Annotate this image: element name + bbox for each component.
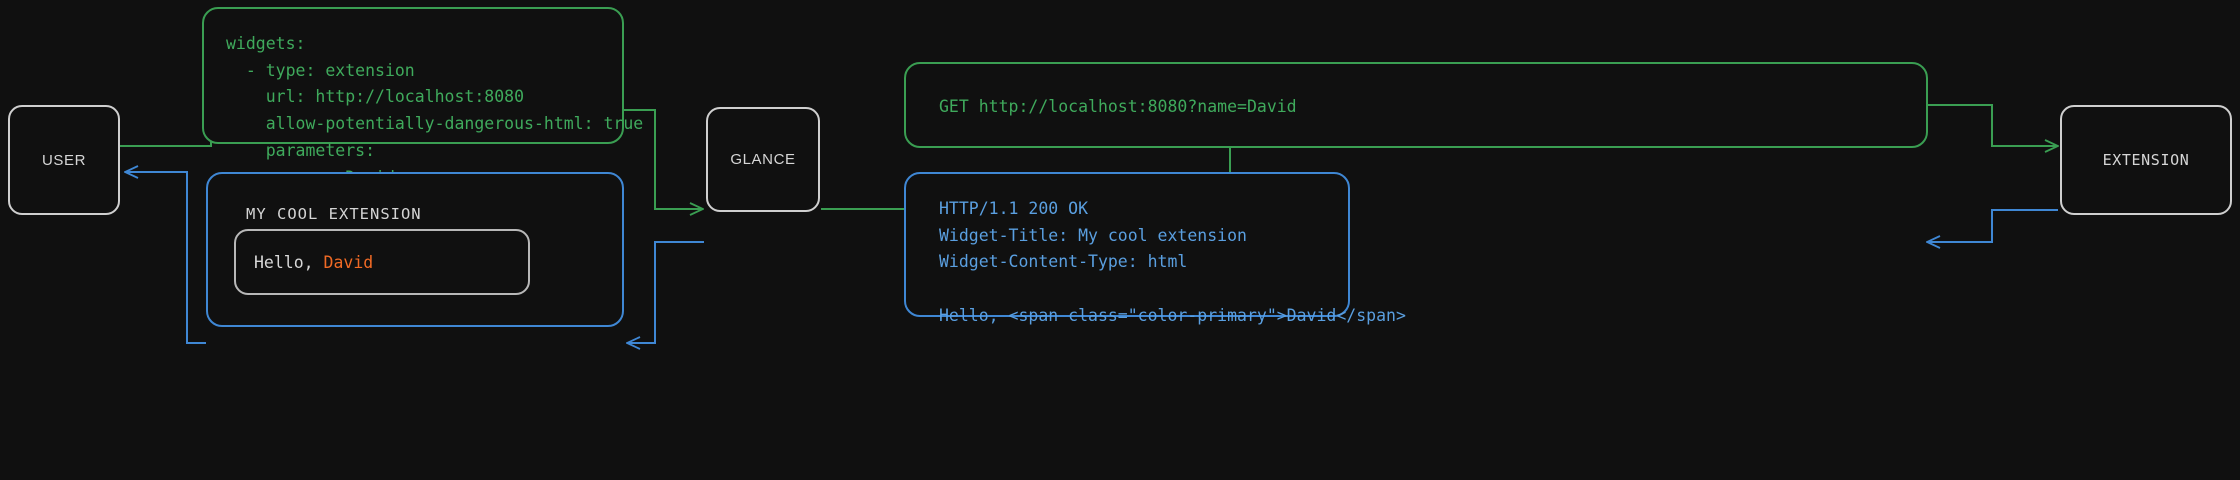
panel-config: widgets: - type: extension url: http://l… — [202, 7, 643, 187]
node-glance[interactable]: GLANCE — [706, 107, 820, 212]
panel-rendered-widget: MY COOL EXTENSION Hello, David — [206, 172, 624, 327]
edge-extension-to-response — [1927, 209, 2058, 242]
node-user-label: USER — [41, 151, 87, 169]
node-glance-label: GLANCE — [730, 151, 796, 168]
panel-http-request: GET http://localhost:8080?name=David — [904, 62, 1928, 148]
node-user[interactable]: USER — [8, 105, 120, 215]
rendered-widget-greeting-name: David — [323, 252, 374, 272]
http-request-code-block: GET http://localhost:8080?name=David — [939, 97, 1297, 116]
config-code-block: widgets: - type: extension url: http://l… — [226, 34, 644, 187]
edge-glance-to-widget — [627, 241, 704, 343]
http-response-code-block: HTTP/1.1 200 OK Widget-Title: My cool ex… — [939, 199, 1406, 325]
edge-request-to-extension — [1928, 104, 2058, 146]
panel-http-response: HTTP/1.1 200 OK Widget-Title: My cool ex… — [904, 172, 1406, 325]
edge-widget-to-user — [125, 172, 206, 344]
rendered-widget-greeting-prefix: Hello, — [254, 252, 324, 272]
rendered-widget-body: Hello, David — [234, 229, 530, 295]
node-extension[interactable]: EXTENSION — [2060, 105, 2232, 215]
rendered-widget-greeting: Hello, David — [236, 253, 373, 272]
rendered-widget-title: MY COOL EXTENSION — [246, 205, 422, 223]
node-extension-label: EXTENSION — [2102, 151, 2190, 169]
